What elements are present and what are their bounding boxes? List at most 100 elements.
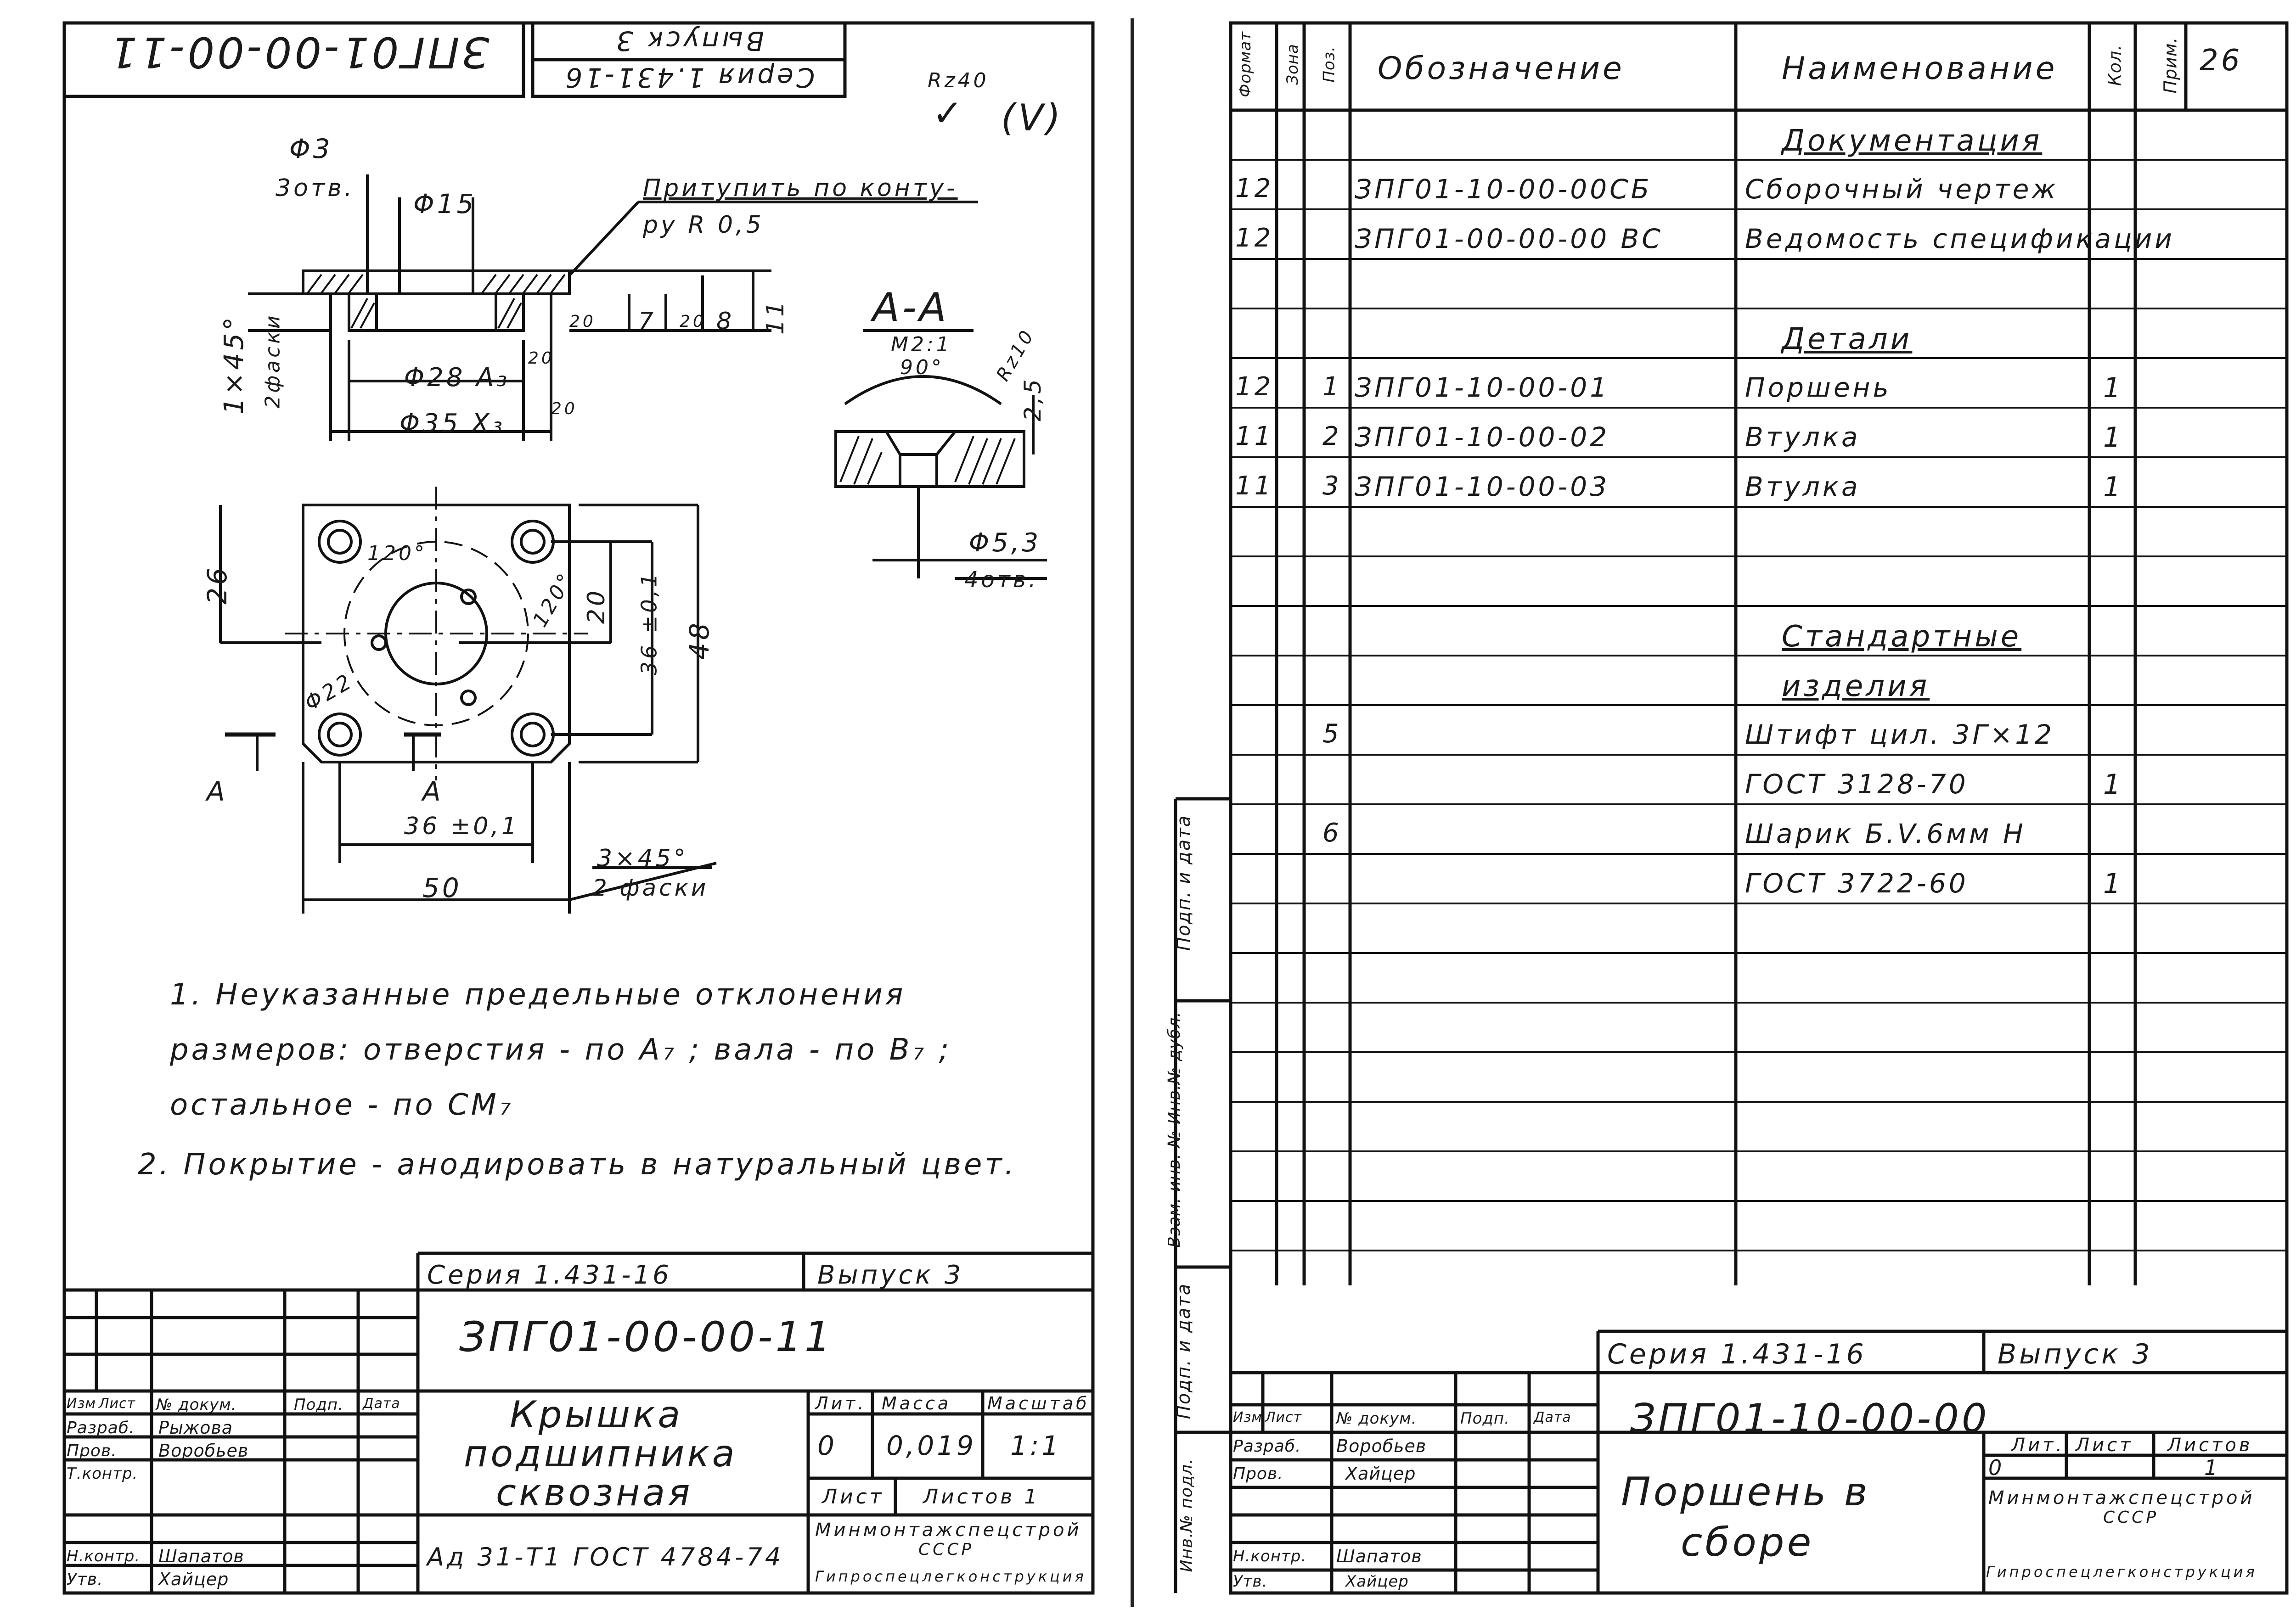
tb-left-person-2: Воробьев [158, 1441, 249, 1461]
section-dim-25: 2,5 [1019, 376, 1046, 421]
roughness-20b: 20 [680, 312, 706, 331]
spec-cell-name: Поршень [1745, 372, 1891, 403]
callout-blunt-line1: Притупить по конту- [643, 174, 958, 202]
spec-cell-pos: 1 [1322, 372, 1342, 402]
tb-left-lit-value: 0 [817, 1430, 837, 1461]
side-label-inv: Взам. инв. № Инв.№ дубл. [1165, 1011, 1184, 1248]
callout-chamfer-line2: 2фаски [261, 313, 285, 409]
spec-cell-name: Сборочный чертеж [1745, 174, 2059, 205]
tb-right-lit-header: Лит. [2011, 1435, 2065, 1456]
spec-cell-format: 12 [1235, 223, 1274, 253]
spec-cell-pos: 3 [1322, 471, 1342, 501]
spec-cell-qty: 1 [2103, 421, 2124, 454]
tb-right-role-5: Н.контр. [1233, 1547, 1307, 1565]
spec-cell-designation: ЗПГ01-10-00-01 [1355, 372, 1610, 403]
tb-left-material: Ад 31-Т1 ГОСТ 4784-74 [427, 1542, 784, 1571]
note-line-1: 1. Неуказанные предельные отклонения [170, 978, 906, 1012]
spec-cell-format: 11 [1235, 471, 1274, 501]
section-title: А-А [872, 285, 949, 331]
spec-cell-pos: 5 [1322, 719, 1342, 749]
spec-header-qty: Кол. [2105, 44, 2125, 86]
tb-left-mass-header: Масса [882, 1393, 951, 1413]
tb-right-lit-value: 0 [1988, 1455, 2005, 1480]
spec-cell-pos: 6 [1322, 818, 1342, 848]
tb-left-role-3: Т.контр. [67, 1464, 138, 1483]
tb-right-role-6: Утв. [1233, 1572, 1268, 1591]
spec-cell-pos: 2 [1322, 421, 1342, 451]
spec-cell-designation: ЗПГ01-00-00-00 ВС [1355, 223, 1663, 254]
right-spec-sheet [1174, 21, 2289, 1595]
tb-left-role-2: Пров. [67, 1442, 117, 1460]
tb-right-col-date: Дата [1534, 1409, 1571, 1425]
tb-left-scale-value: 1:1 [1010, 1430, 1062, 1461]
callout-chamfer-line1: 1×45° [218, 314, 250, 415]
plan-chamfer-1: 3×45° [597, 845, 688, 872]
tb-left-series: Серия 1.431-16 [427, 1260, 672, 1290]
dim-11: 11 [762, 298, 790, 335]
tb-left-col-date: Дата [363, 1396, 400, 1412]
callout-blunt-line2: ру R 0,5 [643, 211, 764, 239]
tb-left-org-3: Гипроспецлегконструкция [815, 1568, 1086, 1585]
side-label-inv-orig: Инв.№ подл. [1177, 1458, 1196, 1572]
tb-left-lit-header: Лит. [815, 1393, 867, 1413]
spec-cell-name: Втулка [1745, 471, 1861, 502]
plan-dim-50: 50 [422, 872, 462, 903]
section-d53: Φ5,3 [969, 528, 1041, 558]
spec-cell-name: Детали [1782, 322, 1913, 356]
sheet-divider [1131, 18, 1134, 1607]
callout-d35: Φ35 X₃ [400, 409, 505, 438]
side-label-sign-date-1: Подп. и дата [1173, 814, 1195, 951]
tb-right-name-2: сборе [1681, 1520, 1814, 1565]
top-stamp-issue: Выпуск 3 [613, 25, 765, 56]
spec-header-format: Формат [1236, 31, 1255, 97]
tb-right-person-2: Хайцер [1345, 1464, 1416, 1484]
top-stamp-series: Серия 1.431-16 [563, 62, 815, 93]
tb-left-col-list: Лист [99, 1396, 136, 1412]
tb-left-person-1: Рыжова [158, 1418, 233, 1438]
spec-header-zone: Зона [1283, 44, 1302, 85]
spec-cell-name: Документация [1782, 124, 2043, 158]
surface-roughness-check-icon: ✓ [932, 92, 966, 135]
plan-chamfer-2: 2 фаски [592, 875, 709, 901]
plan-angle-120a: 120° [367, 542, 427, 565]
tb-right-sheets-value: 1 [2204, 1455, 2221, 1480]
section-label-a-right: А [422, 776, 444, 807]
tb-left-role-1: Разраб. [67, 1419, 135, 1437]
roughness-20c: 20 [528, 349, 555, 368]
tb-left-role-6: Утв. [67, 1570, 103, 1589]
note-line-4: 2. Покрытие - анодировать в натуральный … [138, 1148, 1017, 1182]
tb-right-role-2: Пров. [1233, 1464, 1283, 1483]
roughness-20d: 20 [551, 399, 578, 418]
callout-holes-diameter: Φ3 [289, 133, 333, 164]
plan-dim-26: 26 [201, 565, 233, 605]
spec-cell-qty: 1 [2103, 372, 2124, 404]
tb-right-series: Серия 1.431-16 [1607, 1338, 1867, 1370]
section-label-a-left: А [207, 776, 228, 807]
spec-cell-name: ГОСТ 3128-70 [1745, 768, 1969, 800]
plan-dim-48: 48 [683, 620, 715, 660]
tb-left-designation: ЗПГ01-00-00-11 [459, 1313, 834, 1361]
dim-7: 7 [638, 308, 657, 335]
spec-cell-name: Ведомость спецификации [1745, 223, 2175, 254]
tb-left-name-1: Крышка [510, 1393, 683, 1436]
plan-dim-36h: 36 ±0,1 [404, 813, 519, 840]
top-stamp-designation: ЗПГ01-00-00-11 [107, 28, 490, 77]
surface-roughness-mark: Rz40 [928, 69, 989, 92]
tb-right-person-5: Шапатов [1336, 1546, 1422, 1566]
side-label-sign-date-2: Подп. и дата [1173, 1283, 1195, 1419]
tb-right-sheet-header: Лист [2076, 1435, 2133, 1456]
spec-header-name: Наименование [1782, 50, 2058, 87]
tb-right-org-3: Гипроспецлегконструкция [1986, 1563, 2257, 1581]
tb-left-org-2: СССР [918, 1540, 974, 1559]
tb-left-role-5: Н.контр. [67, 1547, 141, 1565]
tb-left-name-2: подшипника [464, 1432, 737, 1475]
tb-right-col-sign: Подп. [1460, 1409, 1510, 1428]
spec-cell-name: ГОСТ 3722-60 [1745, 868, 1969, 899]
spec-header-note: Прим. [2160, 37, 2181, 94]
tb-left-person-6: Хайцер [158, 1569, 229, 1589]
tb-left-scale-header: Масштаб [987, 1393, 1090, 1413]
plan-dim-20: 20 [583, 588, 611, 624]
spec-cell-qty: 1 [2103, 868, 2124, 900]
spec-cell-format: 12 [1235, 174, 1274, 203]
tb-right-designation: ЗПГ01-10-00-00 [1630, 1396, 1990, 1442]
